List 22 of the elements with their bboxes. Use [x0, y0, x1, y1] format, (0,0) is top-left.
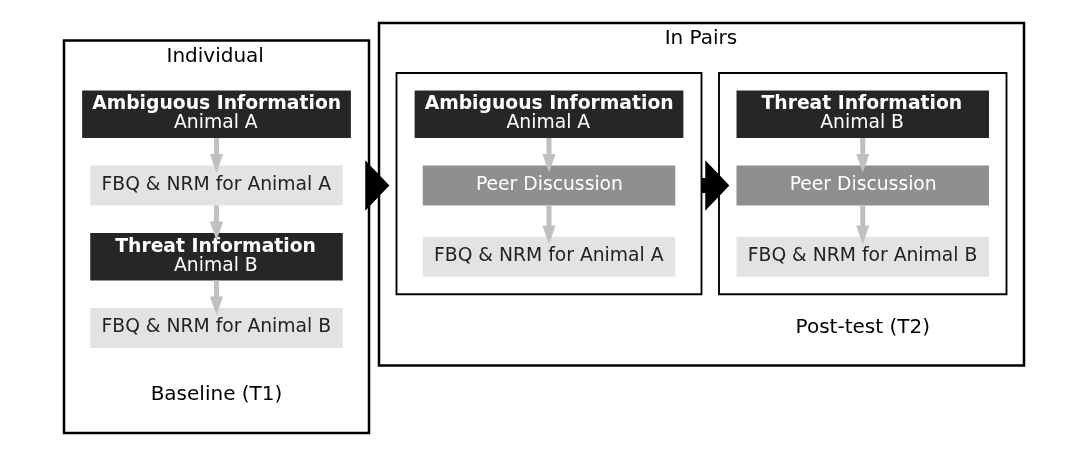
node-box: FBQ & NRM for Animal B: [736, 236, 989, 277]
cluster: [717, 72, 1007, 296]
node-box: Peer Discussion: [422, 165, 675, 206]
arrow: [209, 280, 223, 316]
node-label: Post-test (T2): [795, 313, 930, 338]
node-box: Threat Information Animal B: [736, 90, 989, 138]
node-box: FBQ & NRM for Animal B: [89, 308, 343, 348]
arrow: [364, 160, 389, 211]
node-box: Peer Discussion: [736, 165, 989, 206]
cluster: [395, 72, 702, 296]
arrow: [855, 205, 869, 245]
arrow: [855, 138, 869, 173]
node-label: Baseline (T1): [150, 381, 282, 406]
arrow: [209, 138, 223, 173]
arrow: [209, 205, 223, 241]
node-box: Ambiguous Information Animal A: [81, 90, 351, 138]
node-box: Threat Information Animal B: [89, 233, 343, 281]
arrow: [541, 205, 556, 245]
node-box: FBQ & NRM for Animal A: [422, 236, 675, 277]
node-box: Ambiguous Information Animal A: [414, 90, 683, 138]
arrow: [541, 138, 556, 173]
node-box: FBQ & NRM for Animal A: [89, 165, 343, 206]
